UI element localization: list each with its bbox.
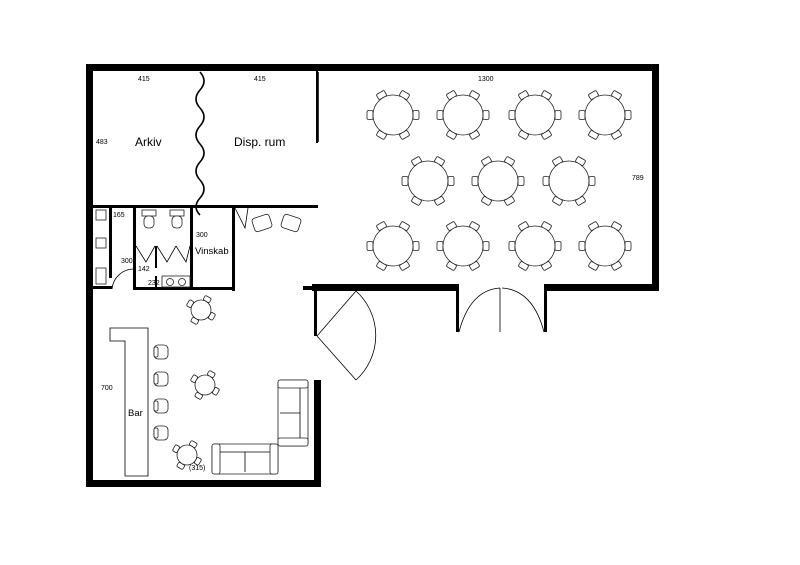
dim-lounge-width: (315) [189,465,205,472]
bar-stool [153,425,169,441]
dim-arkiv-height: 483 [96,139,108,146]
chair [554,241,562,251]
table-top [514,225,556,267]
dim-arkiv-width: 415 [138,76,150,83]
chair [517,176,525,186]
round-table [578,90,632,140]
chair [366,110,374,120]
table-top [442,94,484,136]
chair [436,241,444,251]
chair [401,176,409,186]
dim-corridor-height: 300 [121,258,133,265]
armchairs [251,213,302,233]
dim-wc-depth: 142 [138,266,150,273]
chair [624,241,632,251]
dim-wc-width: 165 [113,212,125,219]
bar-stools [153,344,169,441]
chair [482,110,490,120]
table-top [194,374,216,396]
inner-walls [93,71,319,291]
dim-disp-width: 415 [254,76,266,83]
table-top [477,160,519,202]
chair [508,110,516,120]
outer-walls [86,64,659,487]
table-top [372,94,414,136]
round-table [190,370,220,400]
chair [588,176,596,186]
chair [436,110,444,120]
bar-stool [153,398,169,414]
bar-stool [153,344,169,360]
chair [578,110,586,120]
bar-counter [109,327,149,477]
bar-stool [153,371,169,387]
round-table [471,156,525,206]
round-table [436,221,490,271]
table-top [584,94,626,136]
hall-round-tables [366,90,632,271]
chair [482,241,490,251]
dim-sink-width: 232 [148,280,160,287]
doors [111,207,545,381]
wc-fixtures [95,209,191,288]
toilet-icon [169,209,185,229]
round-table [366,221,420,271]
round-table [542,156,596,206]
chair [447,176,455,186]
chair [366,241,374,251]
dim-vinskab-height: 300 [196,232,208,239]
dim-hall-height: 789 [632,175,644,182]
sink-icon [161,275,191,288]
round-table [172,440,202,470]
round-table [508,90,562,140]
sofa-horizontal [211,443,279,475]
table-top [442,225,484,267]
chair [508,241,516,251]
table-top [584,225,626,267]
round-table [578,221,632,271]
sofa-vertical [277,379,309,447]
room-label-bar: Bar [128,408,143,419]
table-top [372,225,414,267]
table-top [190,299,212,321]
table-top [407,160,449,202]
chair [412,241,420,251]
chair [471,176,479,186]
folding-partition [195,71,205,216]
table-top [176,444,198,466]
round-table [401,156,455,206]
chair [542,176,550,186]
room-label-vinskab: Vinskab [195,246,229,257]
round-table [436,90,490,140]
lounge-small-tables [172,295,220,470]
room-label-disp-rum: Disp. rum [234,135,285,149]
round-table [366,90,420,140]
dim-hall-width: 1300 [478,76,494,83]
toilet-icon [141,209,157,229]
chair [578,241,586,251]
chair [412,110,420,120]
table-top [514,94,556,136]
round-table [508,221,562,271]
chair [624,110,632,120]
room-label-arkiv: Arkiv [135,135,162,149]
dim-bar-length: 700 [101,385,113,392]
round-table [186,295,216,325]
table-top [548,160,590,202]
chair [554,110,562,120]
